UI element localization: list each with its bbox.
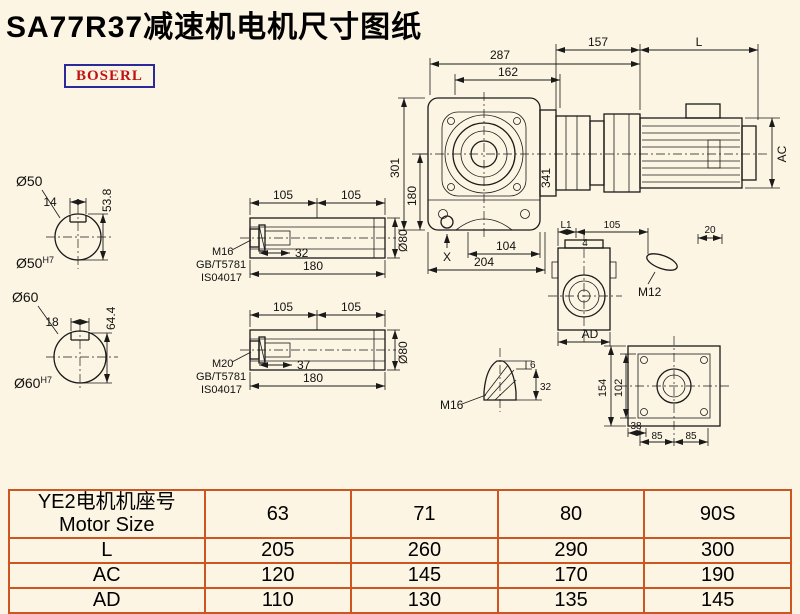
shaft60-label: Ø60 xyxy=(12,289,39,305)
plug-bolt-label: M16 xyxy=(440,398,464,412)
motor-size-header-cn: YE2电机机座号 xyxy=(37,491,176,513)
dim-L: L xyxy=(696,35,703,49)
table-cell: 170 xyxy=(496,562,646,589)
gearbox-dimensions: 287 162 157 L 301 180 341 xyxy=(388,35,789,274)
row-label-AC: AC xyxy=(8,562,206,589)
table-cell: 145 xyxy=(350,562,499,589)
rear-dim-85b: 85 xyxy=(685,431,697,442)
hollow2-depth: 37 xyxy=(297,358,311,372)
dim-204: 204 xyxy=(474,255,494,269)
side-dim-L1: L1 xyxy=(560,220,572,231)
table-row-AC: AC 120 145 170 190 xyxy=(8,562,792,589)
table-row-L: L 205 260 290 300 xyxy=(8,537,792,564)
rear-dim-38: 38 xyxy=(630,421,642,432)
shaft-section-60: 18 64.4 Ø60 Ø60H7 xyxy=(12,289,118,391)
motor-size-header-en: Motor Size xyxy=(58,514,155,536)
shaft-section-50: 14 53.8 Ø50 Ø50H7 xyxy=(16,173,114,271)
shaft50-label: Ø50 xyxy=(16,173,43,189)
shaft50-fit-label: Ø50H7 xyxy=(16,255,54,271)
side-view: L1 105 4 M12 20 AD xyxy=(548,220,723,346)
shaft50-key-height: 53.8 xyxy=(100,188,114,212)
table-cell-size-90s: 90S xyxy=(643,489,792,539)
table-cell-size-71: 71 xyxy=(350,489,499,539)
dim-287: 287 xyxy=(490,48,510,62)
row-label-L: L xyxy=(8,537,206,564)
boserl-logo: BOSERL xyxy=(64,64,155,88)
technical-drawing: 287 162 157 L 301 180 341 xyxy=(12,35,789,446)
table-cell: 290 xyxy=(496,537,646,564)
hollow1-depth: 32 xyxy=(295,246,309,260)
dim-180: 180 xyxy=(405,186,419,206)
plug-dim-6: 6 xyxy=(530,360,536,371)
dim-104: 104 xyxy=(496,239,516,253)
table-row-AD: AD 110 130 135 145 xyxy=(8,587,792,614)
table-cell: 145 xyxy=(643,587,792,614)
dimension-table: YE2电机机座号 Motor Size 63 71 80 90S L 205 2… xyxy=(8,489,792,614)
hollow2-dia: Ø80 xyxy=(396,341,410,364)
rear-dim-85a: 85 xyxy=(651,431,663,442)
table-header-row: YE2电机机座号 Motor Size 63 71 80 90S xyxy=(8,489,792,539)
hollow1-dia: Ø80 xyxy=(396,229,410,252)
shaft60-key-width: 18 xyxy=(45,315,59,329)
table-cell-size-80: 80 xyxy=(496,489,646,539)
dim-X: X xyxy=(443,250,451,264)
hollow2-dim-a: 105 xyxy=(273,300,293,314)
hollow2-length: 180 xyxy=(303,371,323,385)
motor-size-header: YE2电机机座号 Motor Size xyxy=(8,489,206,539)
hollow1-bolt-label: M16 xyxy=(212,246,233,258)
table-cell-size-63: 63 xyxy=(203,489,353,539)
plug-view: M16 6 32 xyxy=(440,348,552,412)
boserl-logo-text: BOSERL xyxy=(76,68,143,84)
dim-157: 157 xyxy=(588,35,608,49)
table-cell: 130 xyxy=(350,587,499,614)
table-cell: 205 xyxy=(203,537,353,564)
rear-dim-102: 102 xyxy=(613,379,625,397)
dim-162: 162 xyxy=(498,65,518,79)
hollow1-standard-1: GB/T5781 xyxy=(196,259,246,271)
dim-AC: AC xyxy=(775,145,789,162)
table-cell: 190 xyxy=(643,562,792,589)
side-dim-4: 4 xyxy=(582,238,588,249)
shaft60-fit-label: Ø60H7 xyxy=(14,375,52,391)
hollow1-standard-2: IS04017 xyxy=(201,272,242,284)
table-cell: 120 xyxy=(203,562,353,589)
side-dim-20: 20 xyxy=(704,225,716,236)
row-label-AD: AD xyxy=(8,587,206,614)
hollow1-length: 180 xyxy=(303,259,323,273)
plug-dim-32: 32 xyxy=(540,382,552,393)
side-dim-AD: AD xyxy=(582,327,599,341)
hollow1-dim-b: 105 xyxy=(341,188,361,202)
table-cell: 110 xyxy=(203,587,353,614)
hollow2-standard-1: GB/T5781 xyxy=(196,371,246,383)
table-cell: 135 xyxy=(496,587,646,614)
hollow2-bolt-label: M20 xyxy=(212,358,233,370)
dim-301: 301 xyxy=(388,158,402,178)
hollow1-dim-a: 105 xyxy=(273,188,293,202)
side-bolt-label: M12 xyxy=(638,285,662,299)
rear-dim-154: 154 xyxy=(597,379,609,397)
dim-341: 341 xyxy=(539,168,553,188)
table-cell: 260 xyxy=(350,537,499,564)
table-cell: 300 xyxy=(643,537,792,564)
hollow-shaft-view-m16: 105 105 32 M16 GB/T5781 IS04017 180 Ø80 xyxy=(196,188,410,284)
page-title: SA77R37减速机电机尺寸图纸 xyxy=(6,11,423,44)
hollow2-dim-b: 105 xyxy=(341,300,361,314)
shaft60-key-height: 64.4 xyxy=(104,306,118,330)
side-dim-105: 105 xyxy=(604,220,621,231)
hollow2-standard-2: IS04017 xyxy=(201,384,242,396)
hollow-shaft-view-m20: 105 105 37 M20 GB/T5781 IS04017 180 Ø80 xyxy=(196,300,410,396)
rear-view: 154 102 38 85 85 xyxy=(597,336,730,446)
gearbox-front-view xyxy=(418,92,770,240)
